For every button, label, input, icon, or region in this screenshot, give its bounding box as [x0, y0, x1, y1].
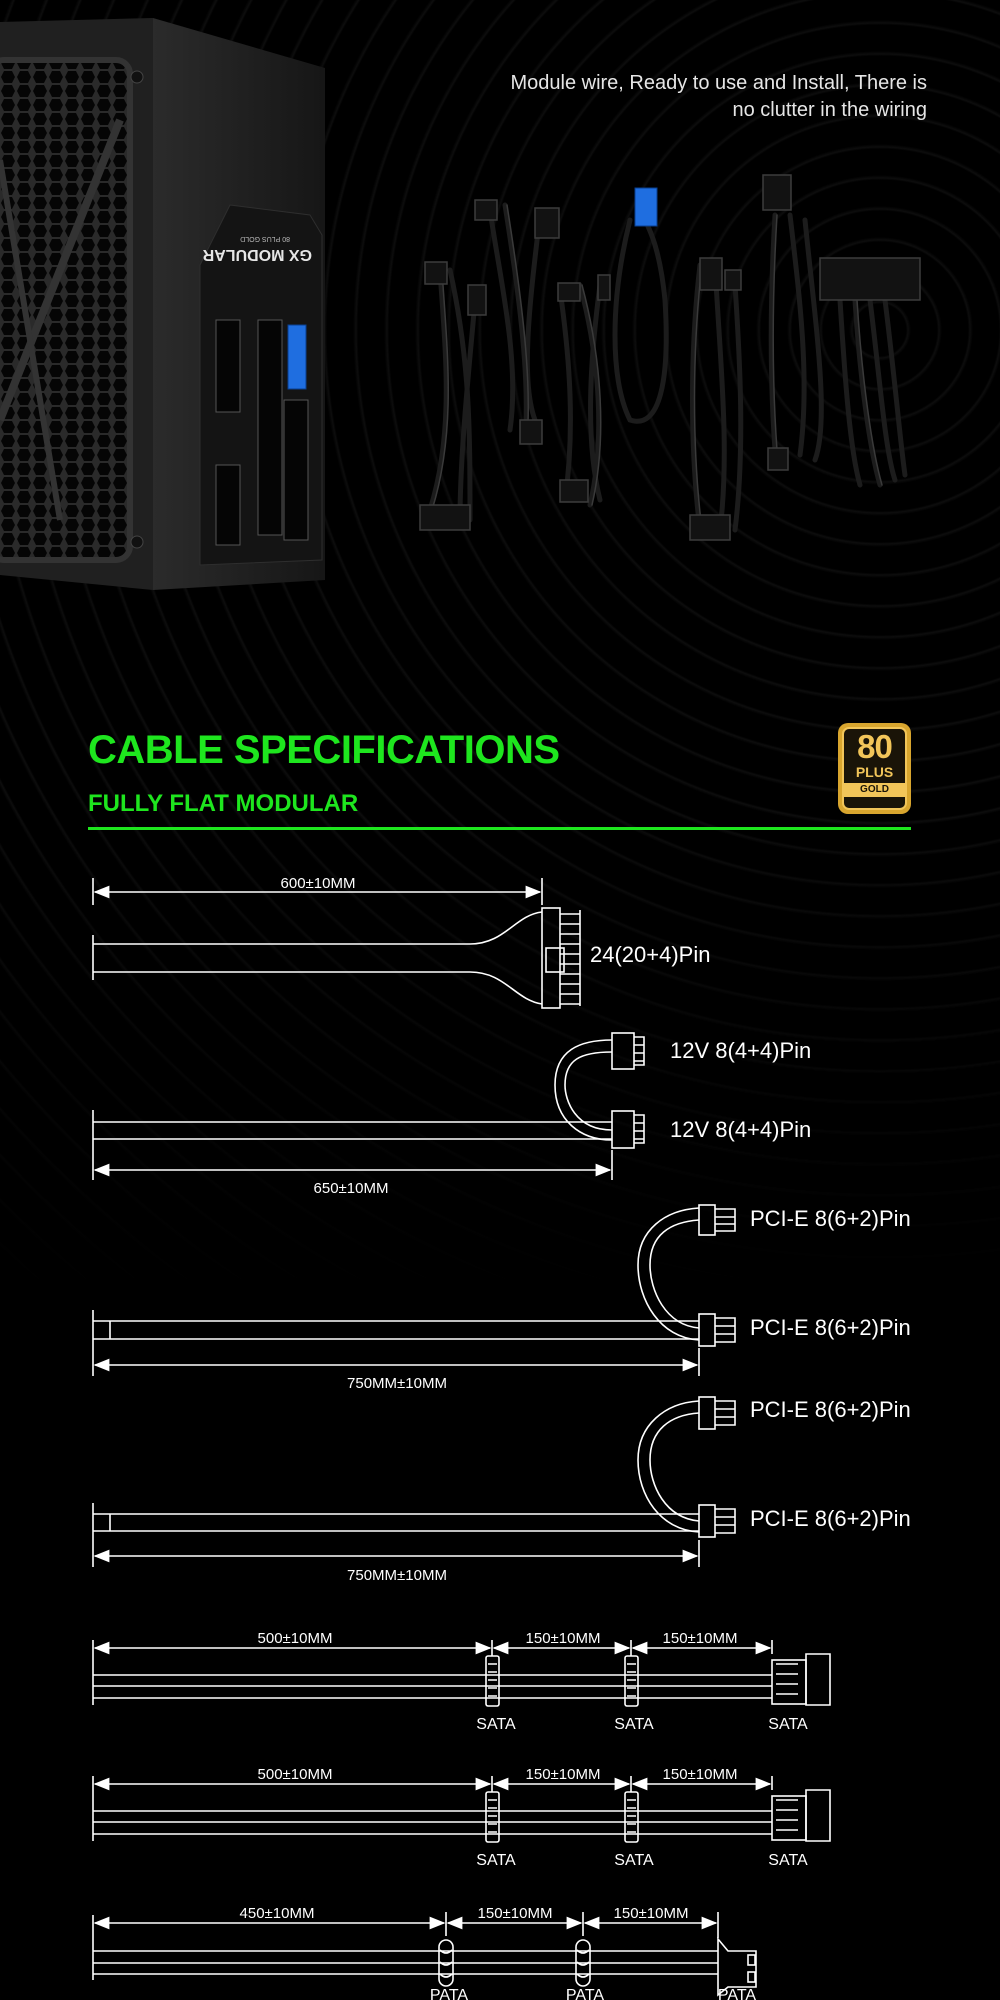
feature-caption: Module wire, Ready to use and Install, T… [407, 70, 927, 124]
section-title: CABLE SPECIFICATIONS [88, 728, 560, 772]
connector-label: SATA [476, 1852, 516, 1869]
connector-label: PATA [566, 1987, 605, 2000]
svg-text:80 PLUS GOLD: 80 PLUS GOLD [240, 235, 290, 242]
length-label: 600±10MM [281, 875, 356, 892]
connector-label: 12V 8(4+4)Pin [670, 1117, 811, 1142]
cable-pcie-1 [92, 1204, 736, 1376]
svg-text:GX MODULAR: GX MODULAR [202, 246, 312, 263]
connector-label: PCI-E 8(6+2)Pin [750, 1397, 911, 1422]
caption-line-2: no clutter in the wiring [732, 99, 927, 121]
80-plus-gold-badge: 80 PLUS GOLD [838, 723, 911, 814]
length-label: 750MM±10MM [347, 1567, 447, 1584]
section-subtitle: FULLY FLAT MODULAR [88, 790, 359, 817]
segment-label: 150±10MM [614, 1905, 689, 1922]
badge-number: 80 [857, 728, 893, 765]
connector-label: SATA [614, 1716, 654, 1733]
cable-pata [92, 1912, 757, 1997]
connector-label: SATA [476, 1716, 516, 1733]
segment-label: 150±10MM [526, 1630, 601, 1647]
connector-label: PATA [430, 1987, 469, 2000]
cable-sata-2 [92, 1776, 831, 1843]
connector-label: PCI-E 8(6+2)Pin [750, 1506, 911, 1531]
title-divider [88, 827, 911, 830]
segment-label: 450±10MM [240, 1905, 315, 1922]
segment-label: 150±10MM [478, 1905, 553, 1922]
segment-label: 500±10MM [258, 1630, 333, 1647]
segment-label: 150±10MM [663, 1766, 738, 1783]
cable-sata-1 [92, 1640, 831, 1707]
connector-label: SATA [768, 1852, 808, 1869]
length-label: 650±10MM [314, 1180, 389, 1197]
segment-label: 500±10MM [258, 1766, 333, 1783]
product-image: GX MODULAR 80 PLUS GOLD [0, 18, 921, 590]
connector-label: SATA [614, 1852, 654, 1869]
cable-12v [92, 1032, 645, 1180]
connector-label: PCI-E 8(6+2)Pin [750, 1315, 911, 1340]
segment-label: 150±10MM [663, 1630, 738, 1647]
psu-unit: GX MODULAR 80 PLUS GOLD [0, 18, 325, 590]
modular-cables [419, 174, 921, 541]
connector-label: SATA [768, 1716, 808, 1733]
segment-label: 150±10MM [526, 1766, 601, 1783]
connector-label: PCI-E 8(6+2)Pin [750, 1206, 911, 1231]
cable-24pin [92, 878, 581, 1009]
connector-label: 12V 8(4+4)Pin [670, 1038, 811, 1063]
psu-logo: GX MODULAR 80 PLUS GOLD [202, 235, 312, 263]
cable-pcie-2 [92, 1396, 736, 1567]
connector-label: PATA [718, 1987, 757, 2000]
cpu-connector-blue [634, 187, 658, 227]
badge-tier: GOLD [844, 783, 905, 797]
connector-label: 24(20+4)Pin [590, 942, 710, 967]
length-label: 750MM±10MM [347, 1375, 447, 1392]
caption-line-1: Module wire, Ready to use and Install, T… [510, 72, 927, 94]
badge-plus: PLUS [855, 764, 894, 780]
